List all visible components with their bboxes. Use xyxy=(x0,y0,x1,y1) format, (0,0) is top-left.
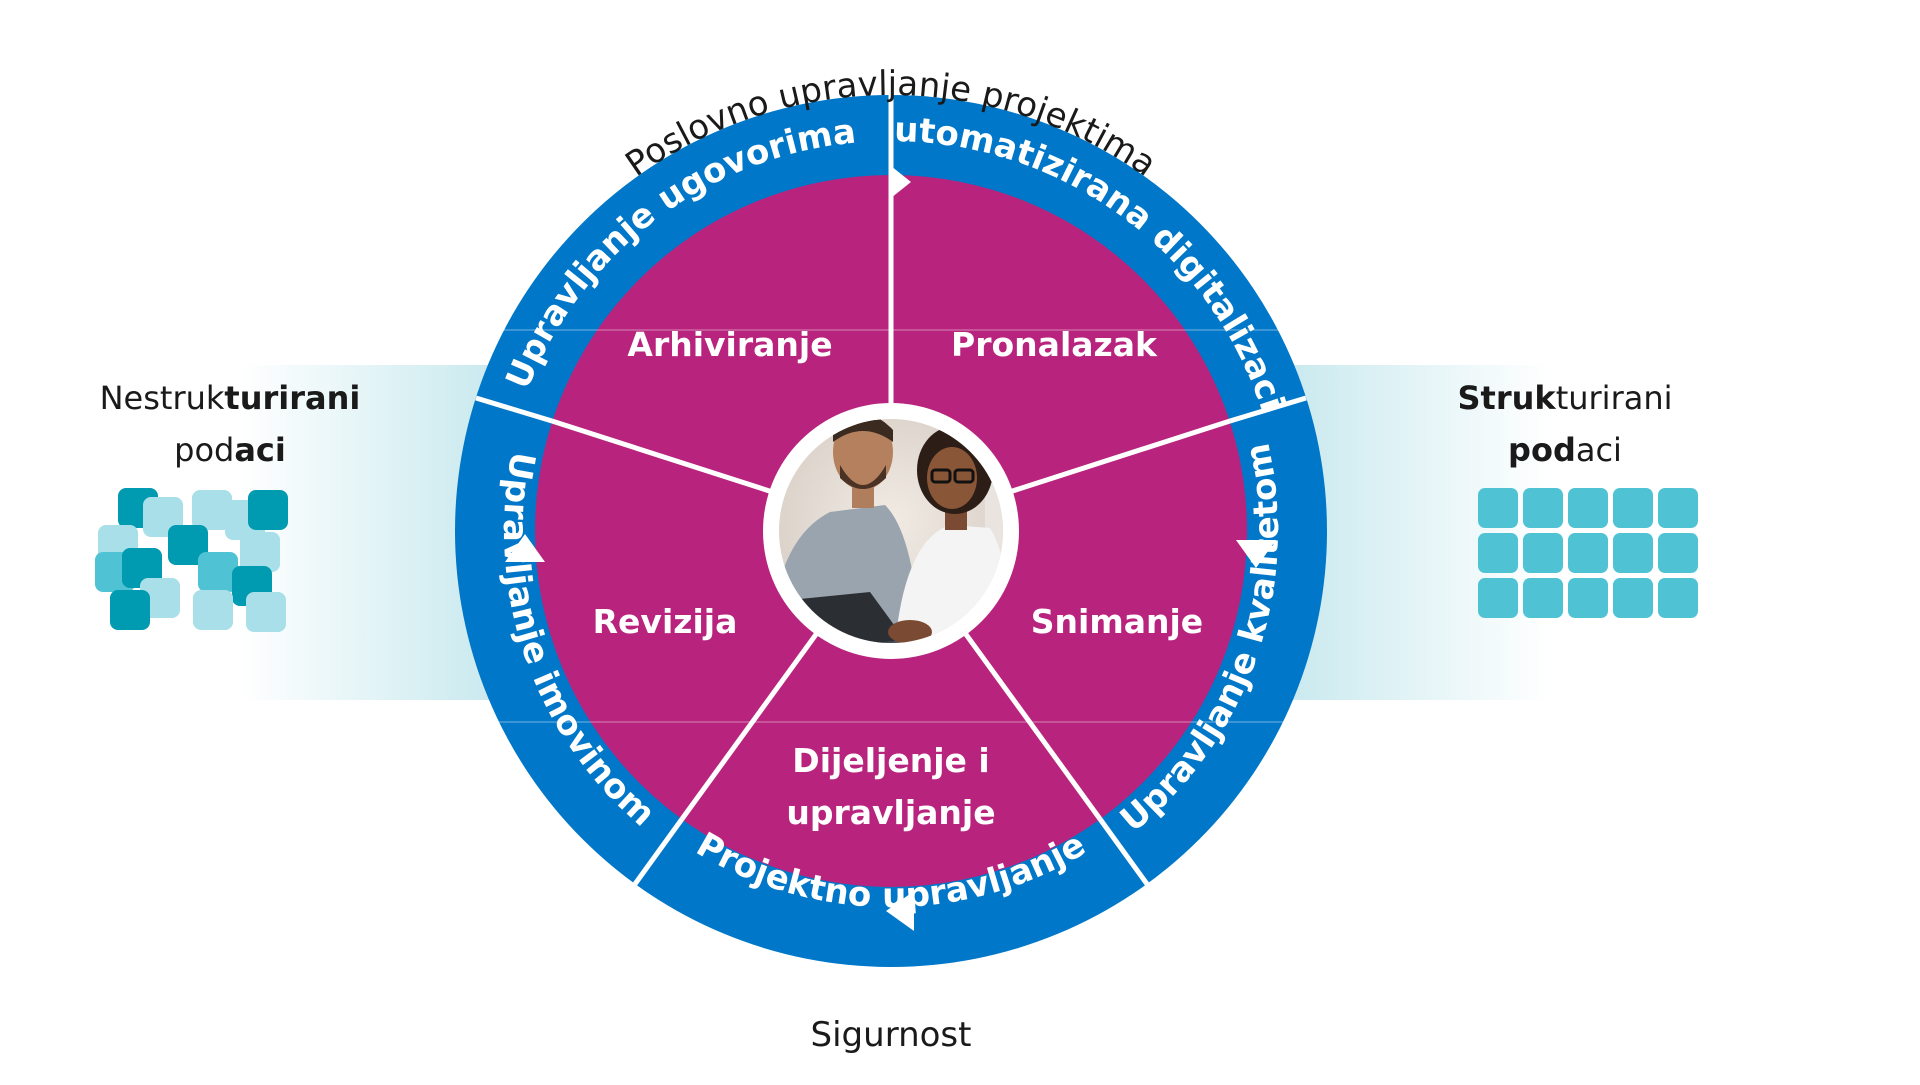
right-label-part2: turirani xyxy=(1555,379,1673,417)
grid-square xyxy=(1568,488,1608,528)
left-label: Nestrukturirani podaci xyxy=(95,372,365,476)
wedge-label-audit: Revizija xyxy=(593,602,738,641)
wedge-label-sharing-line1: Dijeljenje i xyxy=(792,741,989,780)
left-label-line2b: aci xyxy=(234,431,286,469)
grid-square xyxy=(1613,533,1653,573)
grid-square xyxy=(1523,578,1563,618)
wedge-label-archiving: Arhiviranje xyxy=(627,325,832,364)
wedge-label-retrieval: Pronalazak xyxy=(951,325,1158,364)
guide-lines xyxy=(440,329,1342,723)
right-label-part1: Struk xyxy=(1457,379,1556,417)
left-label-part2: turirani xyxy=(224,379,361,417)
ring-dividers xyxy=(475,95,1307,886)
wedge-dividers xyxy=(551,175,1231,821)
arrow-left-icon xyxy=(505,534,545,562)
center-photo xyxy=(763,403,1019,659)
grid-square xyxy=(1568,533,1608,573)
grid-square xyxy=(1658,533,1698,573)
ring-arrows xyxy=(505,166,1276,931)
arrow-bottom-icon xyxy=(886,891,914,931)
outer-label-bottom: Sigurnost xyxy=(811,1015,972,1055)
wedge-label-sharing-line2: upravljanje xyxy=(786,793,995,832)
arrow-right-icon xyxy=(1236,540,1276,568)
grid-square xyxy=(1478,488,1518,528)
right-label-line2a: pod xyxy=(1508,431,1576,469)
wedge-labels: Arhiviranje Pronalazak Snimanje Dijeljen… xyxy=(593,325,1204,832)
grid-squares-icon xyxy=(1478,488,1698,618)
grid-square xyxy=(1523,533,1563,573)
grid-square xyxy=(1658,488,1698,528)
scattered-squares-icon xyxy=(95,488,288,632)
right-label: Strukturirani podaci xyxy=(1440,372,1690,476)
grid-square xyxy=(1613,578,1653,618)
left-label-part1: Nestruk xyxy=(99,379,225,417)
grid-square xyxy=(1478,578,1518,618)
grid-square xyxy=(1568,578,1608,618)
grid-square xyxy=(1478,533,1518,573)
grid-square xyxy=(1658,578,1698,618)
grid-square xyxy=(1613,488,1653,528)
right-label-line2b: aci xyxy=(1575,431,1622,469)
wedge-label-capture: Snimanje xyxy=(1031,602,1203,641)
left-label-line2a: pod xyxy=(174,431,235,469)
grid-square xyxy=(1523,488,1563,528)
arrow-top-icon xyxy=(891,166,911,198)
